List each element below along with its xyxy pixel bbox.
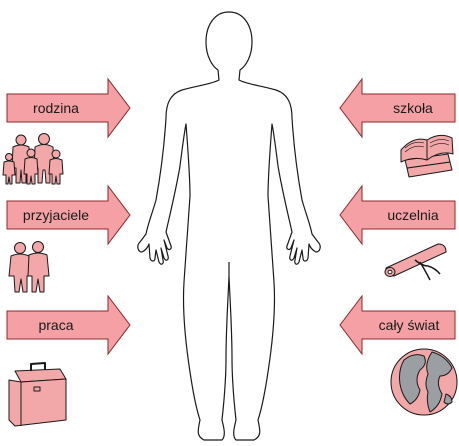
friends-icon	[9, 242, 49, 293]
arrow-label-szkola: szkoła	[393, 100, 433, 116]
arrow-praca: praca	[7, 296, 130, 354]
diploma-icon	[385, 244, 446, 280]
arrow-label-caly-swiat: cały świat	[379, 317, 440, 333]
arrow-label-rodzina: rodzina	[33, 100, 79, 116]
arrow-przyjaciele: przyjaciele	[7, 186, 130, 244]
briefcase-icon	[9, 363, 66, 426]
arrow-label-przyjaciele: przyjaciele	[23, 207, 89, 223]
arrow-uczelnia: uczelnia	[340, 186, 455, 244]
arrow-label-uczelnia: uczelnia	[387, 207, 439, 223]
family-icon	[3, 134, 63, 185]
human-silhouette-icon	[138, 12, 320, 440]
arrow-caly-swiat: cały świat	[340, 296, 455, 354]
arrow-szkola: szkoła	[340, 79, 455, 137]
globe-icon	[391, 349, 457, 415]
arrow-rodzina: rodzina	[7, 79, 130, 137]
arrow-label-praca: praca	[38, 317, 73, 333]
books-icon	[401, 135, 453, 177]
